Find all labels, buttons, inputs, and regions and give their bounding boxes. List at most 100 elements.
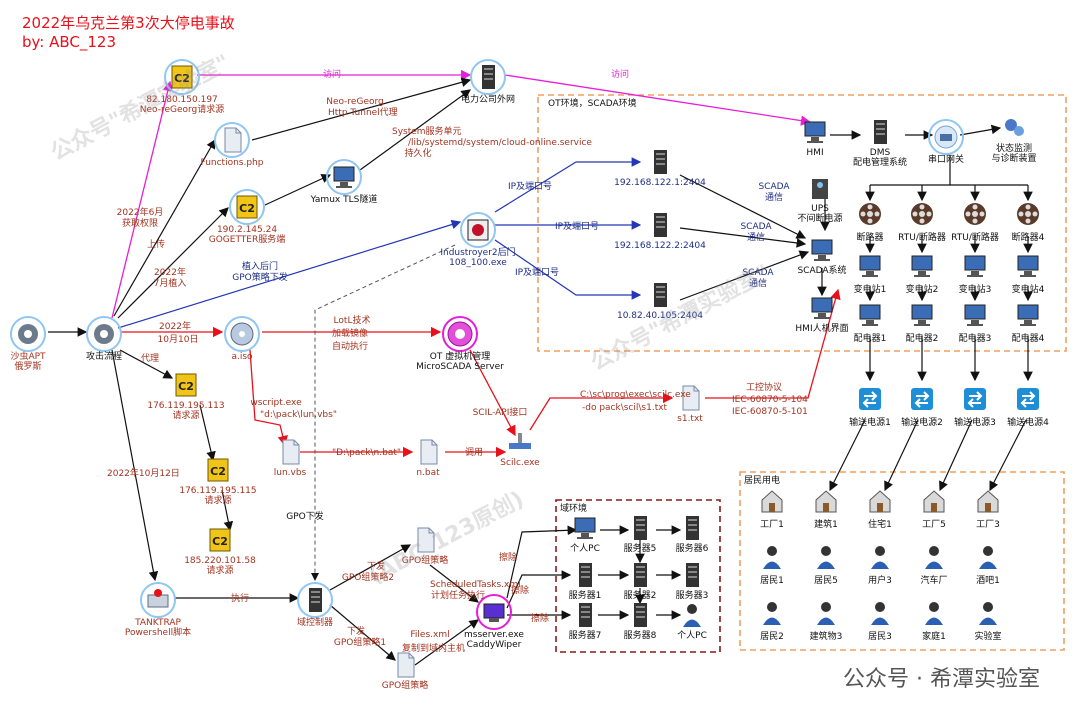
node-distributor: 配电器1 xyxy=(830,300,910,344)
biohaz-icon xyxy=(460,212,496,248)
node-label: HMI人机界面 xyxy=(795,324,849,334)
server-icon xyxy=(624,599,656,631)
node-resident: 汽车厂 xyxy=(894,542,974,586)
reel-icon xyxy=(1013,199,1043,233)
node-label: GPO组策略 xyxy=(401,556,449,566)
node-label: 居民2 xyxy=(760,632,784,642)
node-monitor: 状态监测与诊断装置 xyxy=(974,112,1054,164)
node-transmission: 输送电源4 xyxy=(988,384,1068,428)
node-yamux: Yamux TLS隧道 xyxy=(304,159,384,205)
pc-icon xyxy=(806,292,838,324)
file-icon xyxy=(674,382,706,414)
node-label: s1.txt xyxy=(677,414,703,424)
pc-icon xyxy=(569,512,601,544)
node-resident: 实验室 xyxy=(948,598,1028,642)
person-icon xyxy=(865,598,895,632)
node-label: 居民1 xyxy=(760,576,784,586)
edge-label-visit1: 访问 xyxy=(322,70,341,80)
node-transmission: 输送电源1 xyxy=(830,384,910,428)
node-sv2: 服务器2 xyxy=(600,559,680,601)
edge-label-proto2: IEC-60870-5-104 xyxy=(732,395,808,405)
edge-label-proto3: IEC-60870-5-101 xyxy=(732,407,808,417)
server-icon xyxy=(624,559,656,591)
node-sv5: 服务器5 xyxy=(600,512,680,554)
node-label: HMI xyxy=(806,148,824,158)
node-label: 配电器2 xyxy=(905,334,939,344)
node-label: 192.168.122.2:2404 xyxy=(614,241,706,251)
node-label: 请求源 xyxy=(206,566,234,576)
edge-label-wscript: wscript.exe xyxy=(250,398,302,408)
node-label: 建筑1 xyxy=(814,520,838,530)
node-distributor: 配电器4 xyxy=(988,300,1068,344)
node-aiso: a.iso xyxy=(202,316,282,362)
node-label: 输送电源2 xyxy=(901,418,943,428)
node-substation: 变电站4 xyxy=(988,251,1068,295)
file-icon xyxy=(214,122,250,158)
node-label: OT 虚拟机管理 xyxy=(429,352,491,362)
node-label: Functions.php xyxy=(200,158,264,168)
server-icon xyxy=(676,512,708,544)
node-label: 配电器1 xyxy=(853,334,887,344)
node-label: 输送电源4 xyxy=(1007,418,1049,428)
pc-icon xyxy=(960,300,990,334)
node-label: 变电站1 xyxy=(853,285,887,295)
node-label: GPO组策略 xyxy=(381,681,429,691)
node-label: RTU/断路器 xyxy=(951,233,999,243)
node-power: 电力公司外网 xyxy=(448,59,528,105)
edge-label-wipe: 擦除 xyxy=(530,614,549,624)
ups-icon xyxy=(804,172,836,204)
person-icon xyxy=(919,542,949,576)
zone-label-domain: 域环境 xyxy=(560,504,588,514)
person-icon xyxy=(919,598,949,632)
node-resident: 工厂3 xyxy=(948,486,1028,530)
edge-label-ipport: IP及端口号 xyxy=(554,222,600,232)
house-icon xyxy=(919,486,949,520)
edge-label-sysd3: 持久化 xyxy=(404,149,432,159)
pc-icon xyxy=(806,234,838,266)
node-substation: 变电站1 xyxy=(830,251,910,295)
pc-icon xyxy=(1013,300,1043,334)
node-label: 实验室 xyxy=(974,632,1002,642)
node-label: 变电站3 xyxy=(958,285,992,295)
c2-icon: C2 xyxy=(229,189,265,225)
person-icon xyxy=(757,598,787,632)
edge-label-gpo1b: GPO组策略1 xyxy=(333,638,387,648)
server-icon xyxy=(297,582,333,618)
node-label: msserver.exe xyxy=(464,630,524,640)
reel-icon xyxy=(960,199,990,233)
node-label: 个人PC xyxy=(677,631,707,641)
node-gpo1: GPO组策略 xyxy=(365,649,445,691)
node-label: Yamux TLS隧道 xyxy=(310,195,378,205)
node-serial: 串口网关 xyxy=(906,119,986,165)
node-breaker: RTU/断路器 xyxy=(935,199,1015,243)
node-label: 工厂5 xyxy=(922,520,946,530)
node-label: 输送电源3 xyxy=(954,418,996,428)
node-s1txt: s1.txt xyxy=(650,382,730,424)
edge-label-nbatcmd: "D:\pack\n.bat" xyxy=(332,448,402,458)
server-icon xyxy=(644,209,676,241)
node-resident: 工厂1 xyxy=(732,486,812,530)
node-srv1: 192.168.122.1:2404 xyxy=(614,146,706,188)
node-label: 断路器 xyxy=(856,233,884,243)
edge-label-lotl3: 自动执行 xyxy=(331,342,368,352)
edge-label-neo2: Http Tunnel代理 xyxy=(328,108,398,118)
reel-icon xyxy=(907,199,937,233)
node-distributor: 配电器3 xyxy=(935,300,1015,344)
node-label: 服务器1 xyxy=(568,591,602,601)
edge-label-scada: SCADA xyxy=(740,222,772,232)
node-scada: SCADA系统 xyxy=(782,234,862,276)
node-label: SCADA系统 xyxy=(797,266,847,276)
node-label: 沙虫APT xyxy=(10,352,46,362)
edge-label-implant2: GPO策略下发 xyxy=(232,273,288,283)
node-nbat: n.bat xyxy=(388,436,468,478)
node-label: 82.180.150.197 xyxy=(146,95,218,105)
node-label: 住宅1 xyxy=(868,520,892,530)
node-label: 断路器4 xyxy=(1011,233,1045,243)
node-lunvbs: lun.vbs xyxy=(250,436,330,478)
